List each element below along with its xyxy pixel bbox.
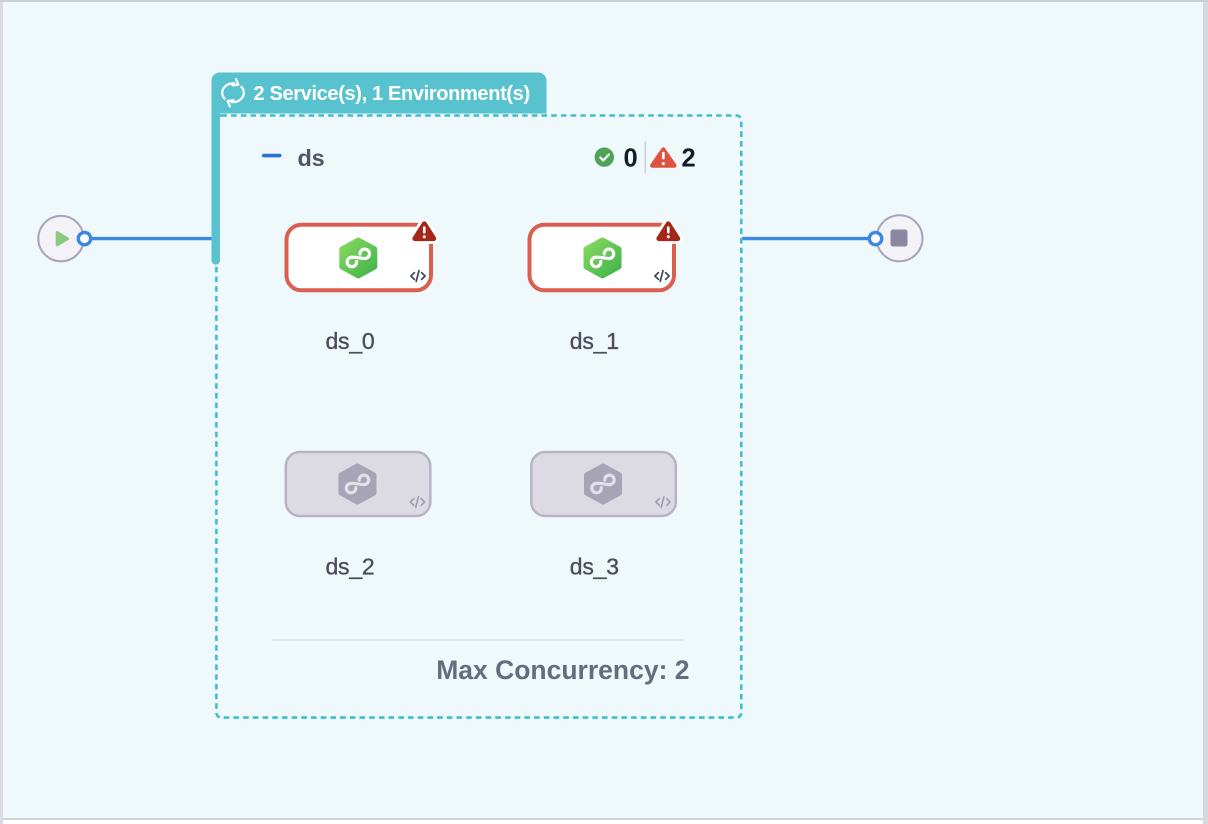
svg-text:ds_0: ds_0 [325,328,374,354]
svg-text:ds_3: ds_3 [570,554,619,580]
svg-text:2 Service(s), 1 Environment(s): 2 Service(s), 1 Environment(s) [254,83,530,105]
svg-text:0: 0 [624,144,638,172]
svg-text:Max Concurrency: 2: Max Concurrency: 2 [436,655,689,685]
svg-text:ds: ds [298,145,325,171]
svg-text:2: 2 [682,144,696,172]
svg-text:ds_1: ds_1 [570,328,619,354]
svg-text:ds_2: ds_2 [325,554,374,580]
